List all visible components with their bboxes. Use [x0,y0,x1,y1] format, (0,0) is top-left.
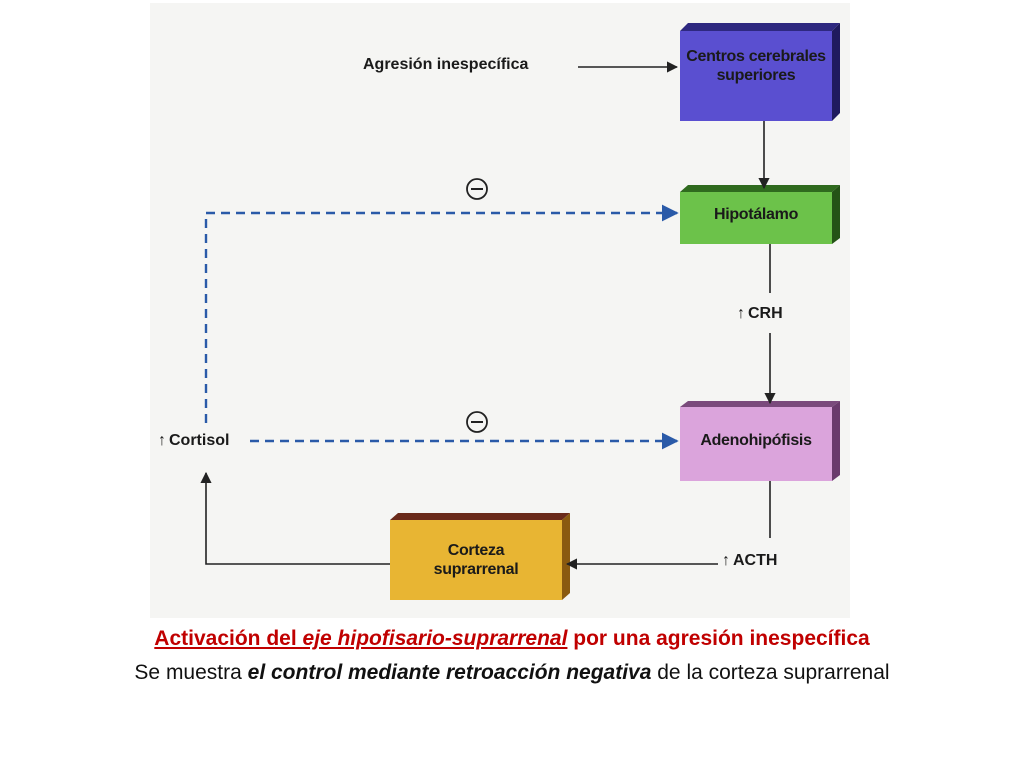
caption-title: Activación del eje hipofisario-suprarren… [60,626,964,652]
cortisol-label: ↑Cortisol [158,432,230,450]
adenohipofisis-box [680,401,840,481]
corteza-label: Corteza suprarrenal [390,520,562,600]
adenohipofisis-label: Adenohipófisis [680,407,832,473]
diagram-svg [200,23,840,600]
minus-circle-icon [466,178,488,200]
crh-text: CRH [748,305,783,322]
acth-label: ↑ACTH [722,552,777,570]
cortisol-text: Cortisol [169,432,230,449]
diagram-figure: Centros cerebrales superiores Hipotálamo… [150,3,850,618]
acth-text: ACTH [733,552,778,569]
crh-label: ↑CRH [737,305,783,323]
up-arrow-icon: ↑ [722,552,730,569]
caption-title-part3: por una agresión inespecífica [567,627,870,650]
corteza-box [390,513,570,600]
caption-desc-part1: Se muestra [134,661,248,684]
agresion-label: Agresión inespecífica [363,56,529,73]
hipotalamo-label: Hipotálamo [680,192,832,236]
centros-label-line2: superiores [716,67,796,84]
adenohipofisis-label-text: Adenohipófisis [700,431,812,449]
corteza-label-line2: suprarrenal [433,561,519,578]
caption-title-part1: Activación del [154,627,303,650]
centros-label-line1: Centros cerebrales [686,48,826,65]
caption-desc-part2: el control mediante retroacción negativa [247,661,652,684]
centros-box [680,23,840,121]
hipotalamo-label-text: Hipotálamo [713,205,799,223]
up-arrow-icon: ↑ [737,305,745,322]
centros-label: Centros cerebrales superiores [680,31,832,101]
arrow-corteza-to-cortisol [200,471,390,565]
minus-circle-icon [466,411,488,433]
hipotalamo-box [680,185,840,244]
corteza-label-line1: Corteza [447,542,505,559]
caption-desc-part3: de la corteza suprarrenal [651,661,890,684]
caption-title-part2: eje hipofisario-suprarrenal [302,627,568,650]
up-arrow-icon: ↑ [158,432,166,449]
caption-description: Se muestra el control mediante retroacci… [60,660,964,686]
centros-box-face [680,31,832,121]
caption: Activación del eje hipofisario-suprarren… [60,626,964,686]
feedback-cortisol-to-hipotalamo [204,204,679,423]
